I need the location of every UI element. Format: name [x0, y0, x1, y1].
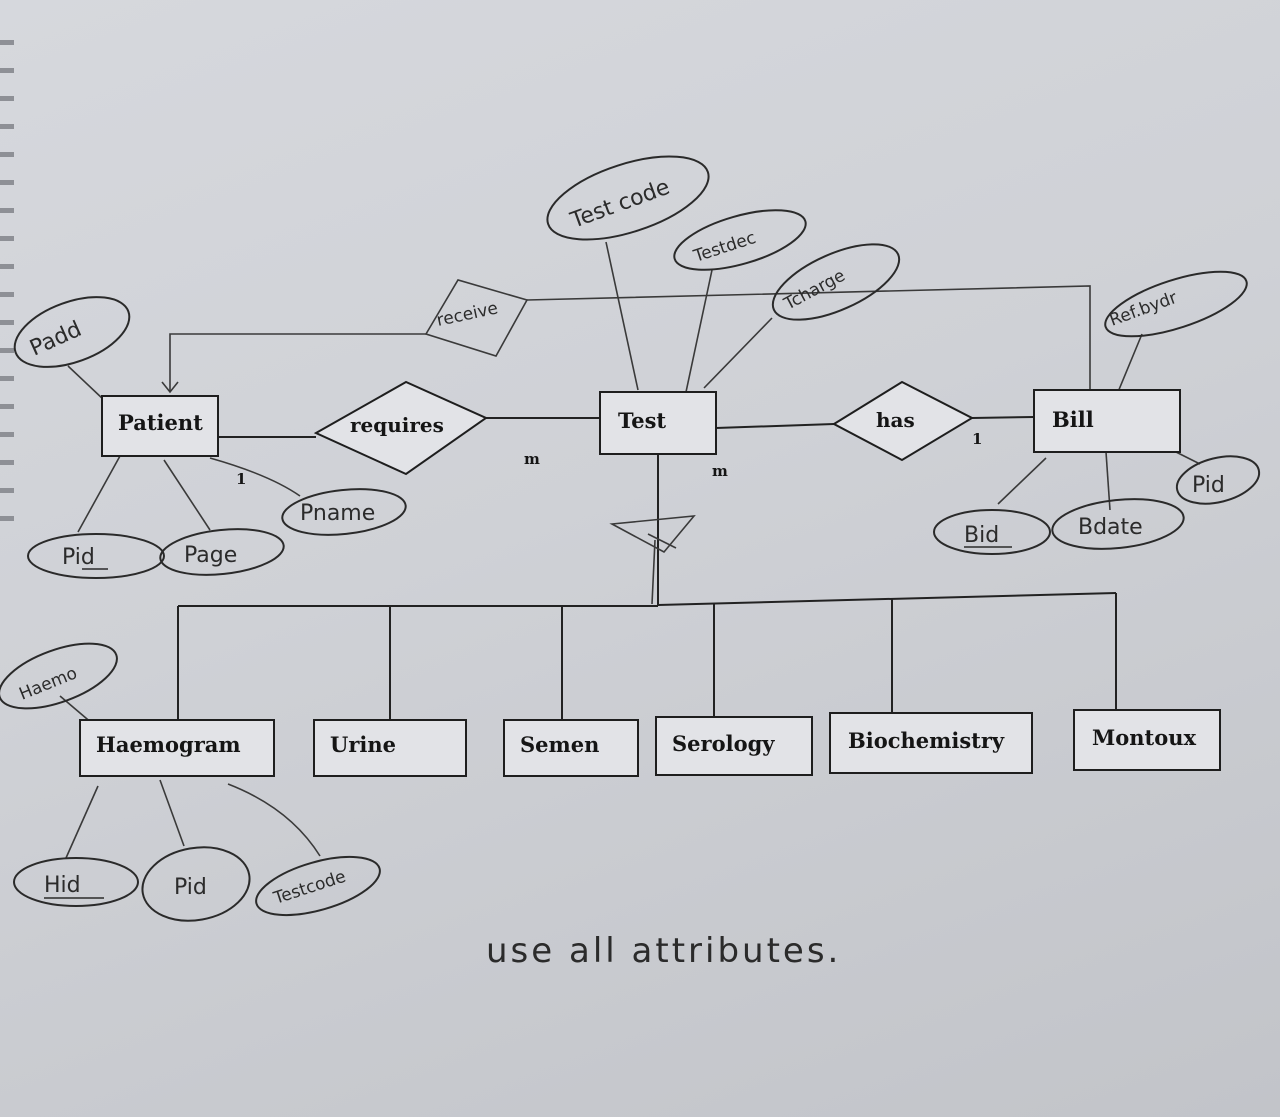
attribute-refbydr-label: Ref.bydr: [1107, 288, 1180, 331]
attribute-tcharge-label: Tcharge: [780, 266, 849, 315]
attribute-page[interactable]: Page: [158, 524, 286, 581]
attribute-pname[interactable]: Pname: [280, 484, 408, 541]
entity-test[interactable]: Test: [599, 391, 717, 455]
attribute-bill-pid[interactable]: Pid: [1172, 448, 1264, 511]
attribute-pname-label: Pname: [300, 501, 375, 526]
relationship-has-label: has: [876, 408, 915, 432]
entity-serology[interactable]: Serology: [655, 716, 813, 776]
relationship-requires-label: requires: [350, 413, 444, 437]
attribute-testcode-label: Test code: [567, 175, 674, 234]
attribute-hid-label: Hid: [44, 873, 81, 898]
attribute-testdec-label: Testdec: [690, 228, 758, 267]
attribute-haemo-testcode-label: Testcode: [270, 867, 348, 909]
attribute-bid-label: Bid: [964, 523, 999, 548]
attribute-haemo[interactable]: Haemo: [0, 630, 125, 721]
attribute-haemo-pid-label: Pid: [174, 875, 207, 900]
entity-semen[interactable]: Semen: [503, 719, 639, 777]
handwritten-note: use all attributes.: [486, 931, 841, 971]
relationship-requires[interactable]: requires: [313, 380, 489, 476]
entity-haemogram-label: Haemogram: [96, 732, 241, 757]
cardinality-test-has: m: [712, 462, 728, 480]
attribute-bill-pid-label: Pid: [1192, 473, 1225, 498]
cardinality-patient-requires: 1: [236, 470, 246, 488]
entity-urine-label: Urine: [330, 732, 396, 757]
attribute-patient-pid-label: Pid: [62, 545, 95, 570]
attribute-padd[interactable]: Padd: [5, 283, 138, 380]
entity-urine[interactable]: Urine: [313, 719, 467, 777]
attribute-bid[interactable]: Bid: [933, 509, 1051, 555]
attribute-haemo-pid[interactable]: Pid: [137, 839, 256, 929]
attribute-page-label: Page: [184, 543, 237, 568]
cardinality-requires-test: m: [524, 450, 540, 468]
attribute-tcharge[interactable]: Tcharge: [762, 229, 909, 335]
entity-biochemistry-label: Biochemistry: [848, 728, 1005, 753]
attribute-testcode[interactable]: Test code: [538, 140, 719, 257]
entity-bill[interactable]: Bill: [1033, 389, 1181, 453]
attribute-patient-pid[interactable]: Pid: [27, 533, 165, 579]
entity-patient[interactable]: Patient: [101, 395, 219, 457]
attribute-testdec[interactable]: Testdec: [668, 198, 812, 282]
entity-montoux-label: Montoux: [1092, 725, 1196, 750]
connectors: [59, 241, 1201, 859]
relationship-receive[interactable]: receive: [424, 279, 529, 357]
attribute-haemo-testcode[interactable]: Testcode: [250, 845, 386, 926]
entity-biochemistry[interactable]: Biochemistry: [829, 712, 1033, 774]
attribute-bdate[interactable]: Bdate: [1050, 493, 1186, 555]
entity-haemogram[interactable]: Haemogram: [79, 719, 275, 777]
entity-patient-label: Patient: [118, 410, 203, 435]
attribute-hid[interactable]: Hid: [13, 857, 139, 907]
binding-holes: [0, 40, 14, 521]
relationship-has[interactable]: has: [831, 380, 975, 462]
entity-serology-label: Serology: [672, 731, 775, 756]
cardinality-has-bill: 1: [972, 430, 982, 448]
entity-montoux[interactable]: Montoux: [1073, 709, 1221, 771]
cardinalities: 1 m m 1: [236, 430, 982, 488]
entity-test-label: Test: [618, 408, 666, 433]
attribute-padd-label: Padd: [26, 317, 85, 362]
attribute-refbydr[interactable]: Ref.bydr: [1098, 258, 1254, 349]
attribute-bdate-label: Bdate: [1078, 515, 1143, 540]
entity-semen-label: Semen: [520, 732, 599, 757]
entity-bill-label: Bill: [1052, 407, 1094, 432]
